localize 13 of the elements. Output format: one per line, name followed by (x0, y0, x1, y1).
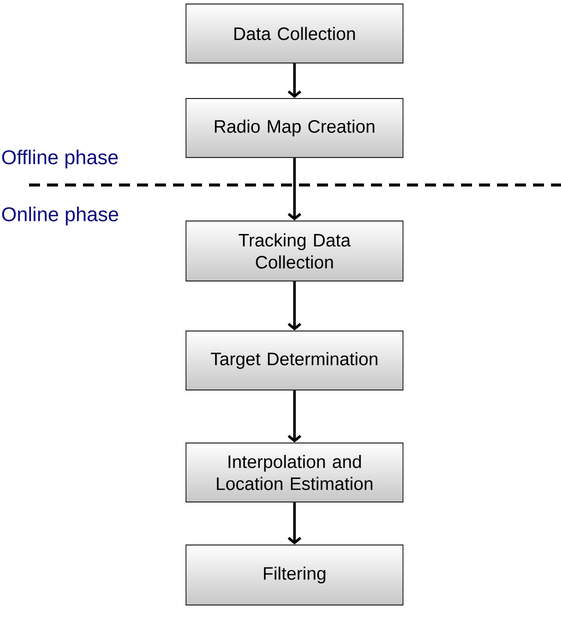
process-box: Tracking Data Collection (186, 220, 404, 282)
process-box: Filtering (186, 544, 404, 606)
arrow (288, 390, 302, 443)
phase-label: Online phase (2, 206, 118, 226)
process-box: Radio Map Creation (186, 98, 404, 158)
phase-label: Offline phase (2, 150, 118, 168)
arrow (288, 281, 302, 331)
process-box: Data Collection (186, 4, 404, 64)
arrow (288, 158, 302, 221)
process-box: Target Determination (186, 330, 404, 390)
arrow (288, 502, 302, 545)
arrow (288, 63, 302, 98)
process-box: Interpolation and Location Estimation (186, 442, 404, 502)
